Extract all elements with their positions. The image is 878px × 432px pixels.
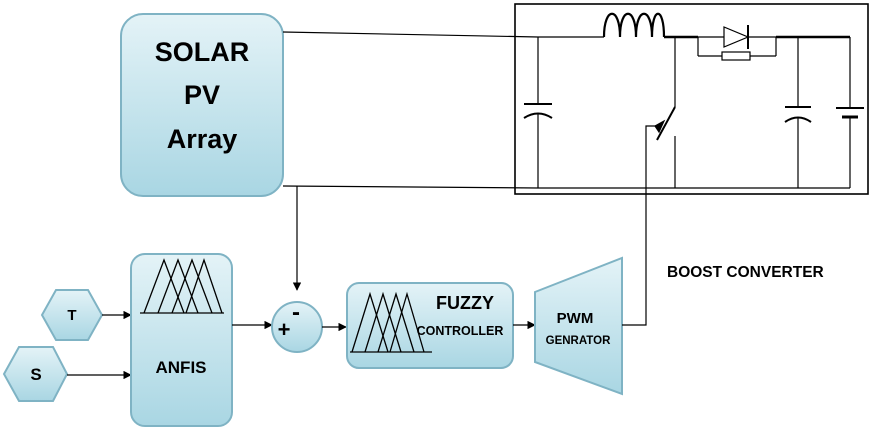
solar-label-line1: SOLAR	[155, 37, 250, 67]
input-capacitor-icon	[523, 37, 553, 188]
summing-junction: + -	[271, 299, 323, 353]
pv-negative-wire	[282, 185, 539, 189]
plus-sign: +	[278, 317, 291, 342]
pwm-label-line2: GENRATOR	[546, 335, 611, 347]
solar-label-line3: Array	[167, 124, 238, 154]
output-capacitor-icon	[784, 37, 812, 188]
battery-icon	[836, 37, 864, 188]
pv-positive-wire	[282, 31, 539, 38]
boost-converter-label: BOOST CONVERTER	[667, 264, 824, 281]
diode-icon	[697, 25, 777, 61]
fuzzy-controller-block: FUZZY CONTROLLER	[346, 282, 514, 369]
membership-functions-icon	[140, 257, 224, 314]
resistor-icon	[721, 51, 751, 61]
anfis-block: ANFIS	[130, 253, 233, 427]
switch-icon	[654, 37, 676, 188]
irradiance-input-label: S	[30, 365, 41, 384]
boost-converter-circuit	[514, 3, 869, 195]
fuzzy-membership-icon	[350, 291, 432, 353]
solar-label-line2: PV	[184, 80, 220, 110]
fuzzy-title: FUZZY	[436, 293, 494, 313]
minus-sign: -	[292, 299, 300, 326]
pwm-to-switch-wire	[622, 125, 660, 326]
anfis-label: ANFIS	[156, 358, 207, 377]
fuzzy-subtitle: CONTROLLER	[417, 324, 504, 338]
irradiance-input: S	[2, 346, 69, 402]
solar-pv-array-block: SOLAR PV Array	[120, 13, 284, 197]
temperature-input-label: T	[67, 307, 76, 324]
pwm-generator-block: PWM GENRATOR	[534, 256, 623, 396]
temperature-input: T	[40, 289, 104, 341]
inductor-icon	[602, 12, 666, 38]
converter-frame	[514, 3, 869, 195]
pwm-label-line1: PWM	[557, 310, 594, 327]
